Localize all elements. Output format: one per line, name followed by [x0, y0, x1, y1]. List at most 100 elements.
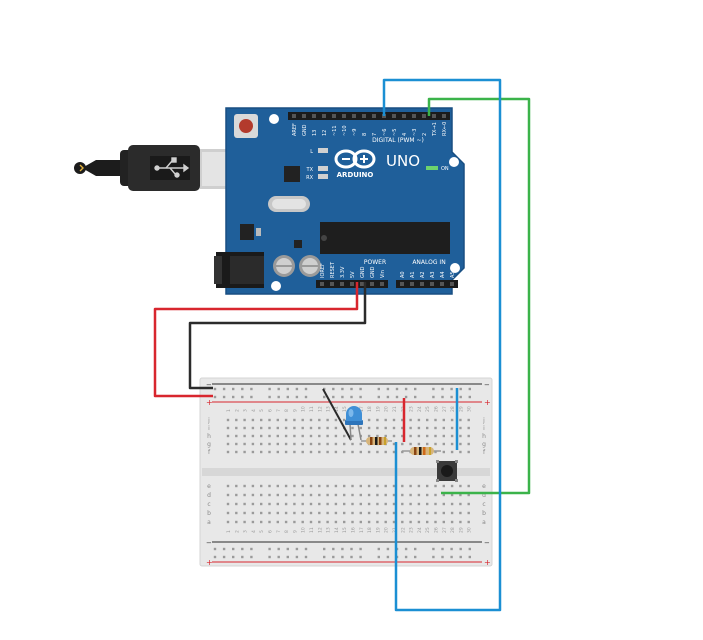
breadboard-hole[interactable] — [409, 418, 412, 422]
breadboard-hole[interactable] — [260, 484, 263, 488]
breadboard-hole[interactable] — [268, 555, 271, 559]
breadboard-hole[interactable] — [351, 493, 354, 497]
breadboard-hole[interactable] — [442, 418, 445, 422]
breadboard-hole[interactable] — [376, 426, 379, 430]
breadboard-hole[interactable] — [426, 502, 429, 506]
breadboard-hole[interactable] — [226, 442, 230, 446]
breadboard-hole[interactable] — [301, 520, 304, 524]
breadboard-hole[interactable] — [459, 426, 462, 430]
breadboard-hole[interactable] — [309, 502, 313, 506]
breadboard-hole[interactable] — [332, 555, 335, 559]
breadboard-hole[interactable] — [222, 555, 226, 559]
breadboard-hole[interactable] — [243, 493, 246, 497]
breadboard-hole[interactable] — [241, 547, 244, 551]
breadboard-hole[interactable] — [367, 484, 371, 488]
breadboard-hole[interactable] — [442, 442, 445, 446]
breadboard-hole[interactable] — [434, 434, 437, 438]
breadboard-hole[interactable] — [301, 434, 304, 438]
breadboard-hole[interactable] — [323, 387, 326, 391]
header-pin[interactable] — [450, 282, 454, 286]
breadboard-hole[interactable] — [404, 387, 408, 391]
breadboard-hole[interactable] — [276, 511, 279, 515]
breadboard-hole[interactable] — [334, 450, 338, 454]
breadboard-hole[interactable] — [268, 520, 271, 524]
breadboard-hole[interactable] — [276, 484, 279, 488]
breadboard-hole[interactable] — [442, 493, 445, 497]
breadboard-hole[interactable] — [459, 395, 462, 399]
breadboard-hole[interactable] — [467, 426, 470, 430]
breadboard-hole[interactable] — [293, 484, 296, 488]
breadboard-hole[interactable] — [409, 502, 412, 506]
breadboard-hole[interactable] — [376, 511, 379, 515]
breadboard-hole[interactable] — [260, 418, 263, 422]
breadboard-hole[interactable] — [326, 450, 329, 454]
breadboard-hole[interactable] — [235, 520, 238, 524]
breadboard-hole[interactable] — [467, 520, 470, 524]
header-pin[interactable] — [332, 114, 336, 118]
breadboard-hole[interactable] — [268, 450, 271, 454]
breadboard-hole[interactable] — [277, 387, 280, 391]
header-pin[interactable] — [292, 114, 296, 118]
breadboard-hole[interactable] — [441, 387, 444, 391]
breadboard-hole[interactable] — [260, 442, 263, 446]
breadboard-hole[interactable] — [442, 520, 445, 524]
breadboard-hole[interactable] — [343, 511, 346, 515]
header-pin[interactable] — [402, 114, 406, 118]
breadboard-hole[interactable] — [326, 426, 329, 430]
breadboard-hole[interactable] — [367, 434, 371, 438]
breadboard-hole[interactable] — [343, 520, 346, 524]
breadboard-hole[interactable] — [459, 442, 462, 446]
breadboard-hole[interactable] — [268, 418, 271, 422]
breadboard-hole[interactable] — [301, 493, 304, 497]
breadboard-hole[interactable] — [222, 547, 226, 551]
led[interactable] — [345, 406, 363, 441]
breadboard-hole[interactable] — [326, 511, 329, 515]
breadboard-hole[interactable] — [251, 484, 255, 488]
breadboard-hole[interactable] — [260, 502, 263, 506]
breadboard-hole[interactable] — [226, 418, 230, 422]
breadboard-hole[interactable] — [277, 555, 280, 559]
breadboard-hole[interactable] — [459, 511, 462, 515]
breadboard-hole[interactable] — [268, 387, 271, 391]
breadboard-hole[interactable] — [350, 395, 353, 399]
breadboard-hole[interactable] — [326, 434, 329, 438]
breadboard-hole[interactable] — [332, 395, 335, 399]
header-pin[interactable] — [340, 282, 344, 286]
breadboard-hole[interactable] — [384, 511, 387, 515]
breadboard-hole[interactable] — [384, 484, 387, 488]
breadboard-hole[interactable] — [434, 450, 437, 454]
breadboard-hole[interactable] — [386, 555, 390, 559]
breadboard-hole[interactable] — [309, 511, 313, 515]
breadboard-hole[interactable] — [426, 418, 429, 422]
breadboard-hole[interactable] — [260, 426, 263, 430]
breadboard-hole[interactable] — [309, 426, 313, 430]
breadboard-hole[interactable] — [450, 520, 454, 524]
breadboard-hole[interactable] — [222, 395, 226, 399]
breadboard-hole[interactable] — [309, 442, 313, 446]
breadboard-hole[interactable] — [384, 520, 387, 524]
breadboard-hole[interactable] — [318, 493, 321, 497]
breadboard-hole[interactable] — [467, 418, 470, 422]
breadboard-hole[interactable] — [232, 395, 235, 399]
breadboard-hole[interactable] — [326, 442, 329, 446]
breadboard-hole[interactable] — [318, 484, 321, 488]
breadboard-hole[interactable] — [293, 520, 296, 524]
breadboard-hole[interactable] — [243, 442, 246, 446]
breadboard-hole[interactable] — [323, 555, 326, 559]
header-pin[interactable] — [312, 114, 316, 118]
breadboard-hole[interactable] — [442, 450, 445, 454]
breadboard-hole[interactable] — [450, 502, 454, 506]
breadboard-hole[interactable] — [450, 493, 454, 497]
breadboard-hole[interactable] — [351, 520, 354, 524]
breadboard-hole[interactable] — [417, 511, 421, 515]
breadboard-hole[interactable] — [293, 434, 296, 438]
breadboard-hole[interactable] — [251, 493, 255, 497]
breadboard-hole[interactable] — [417, 502, 421, 506]
breadboard-hole[interactable] — [326, 484, 329, 488]
breadboard-hole[interactable] — [392, 442, 396, 446]
header-pin[interactable] — [330, 282, 334, 286]
breadboard-hole[interactable] — [351, 502, 354, 506]
breadboard-hole[interactable] — [442, 434, 445, 438]
header-pin[interactable] — [320, 282, 324, 286]
breadboard-hole[interactable] — [301, 484, 304, 488]
